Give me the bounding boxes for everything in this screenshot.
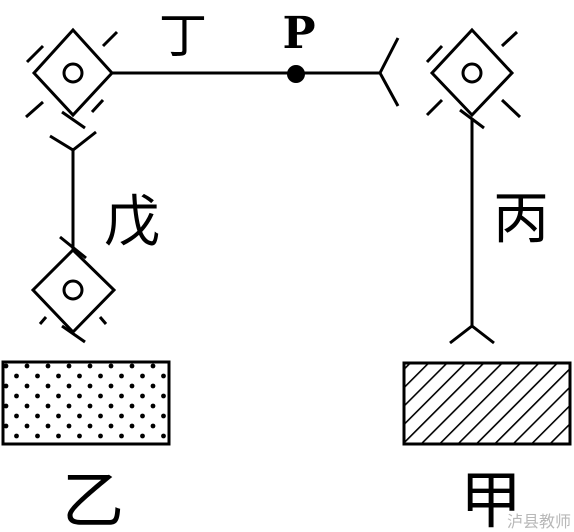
watermark: 泸县教师 [507, 512, 571, 531]
pulley-top-right [425, 27, 522, 130]
pulley-middle-left [30, 235, 117, 344]
label-wu: 戊 [104, 190, 160, 255]
label-yi: 乙 [62, 464, 124, 532]
block-jia [402, 361, 572, 446]
label-bing: 丙 [493, 187, 549, 252]
hook-right-end [378, 37, 400, 107]
pulley-top-left [25, 27, 119, 130]
point-p-marker [287, 65, 305, 83]
block-yi [1, 360, 171, 446]
hook-wu-top [49, 130, 97, 152]
hook-bing-bottom [449, 324, 495, 345]
label-p: P [282, 8, 315, 59]
label-jia: 甲 [460, 464, 522, 532]
label-ding: 丁 [159, 8, 207, 64]
